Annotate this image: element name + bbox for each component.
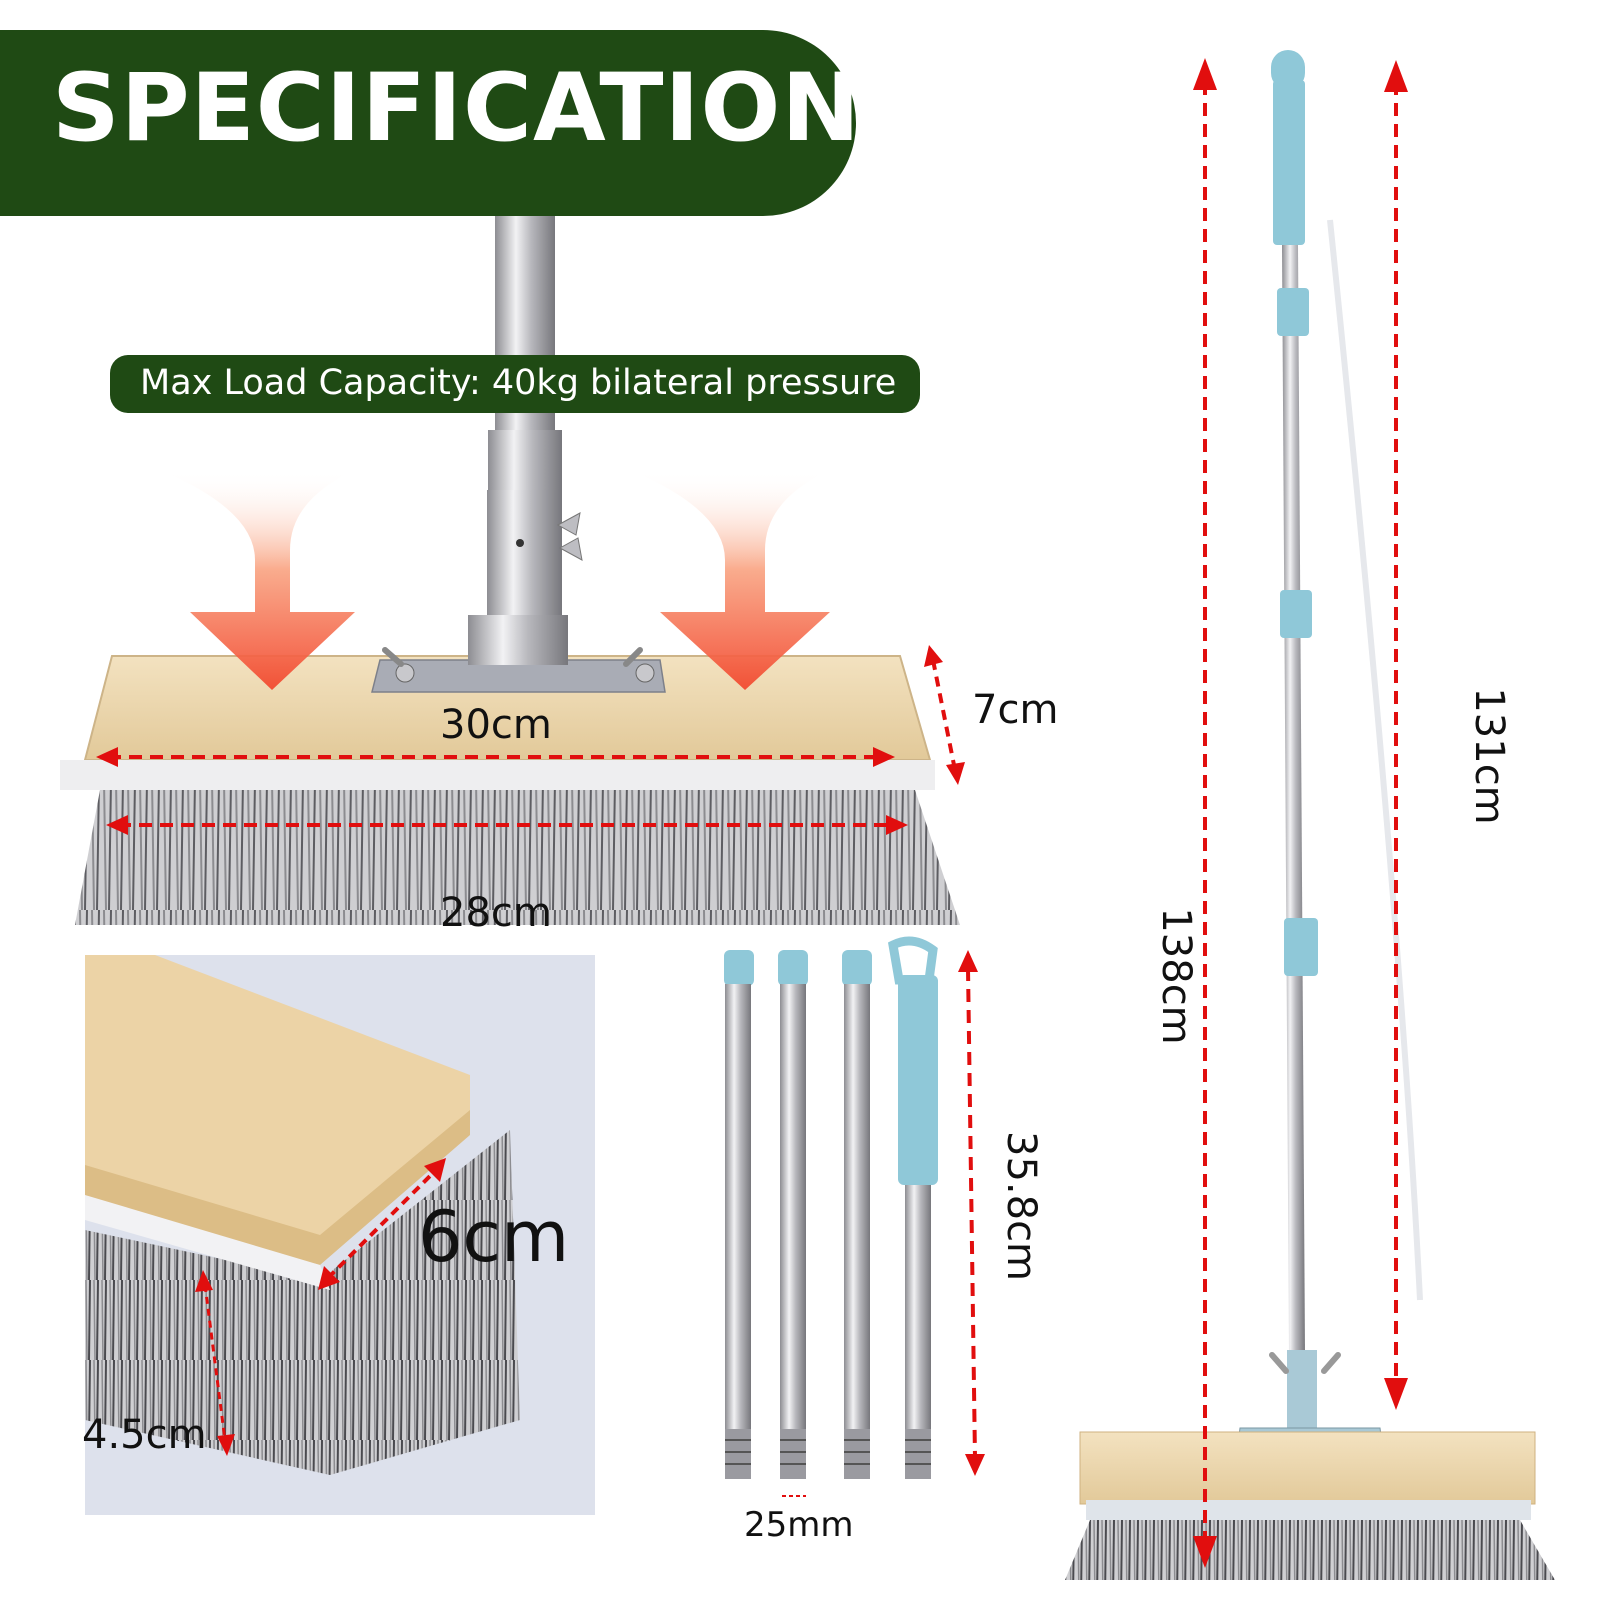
- pressure-arrow-left: [160, 470, 355, 690]
- label-head-height: 7cm: [972, 687, 1059, 733]
- pole-segment-2: [778, 950, 808, 1479]
- label-handle-length: 131cm: [1466, 687, 1512, 825]
- label-bristle-length: 28cm: [440, 890, 552, 936]
- broom-head-front: [60, 216, 960, 925]
- dimension-arrow-head-length: [96, 747, 895, 767]
- page-title: SPECIFICATION: [52, 54, 862, 163]
- header-banner: [0, 30, 856, 216]
- pole-segment-handle: [888, 936, 938, 1479]
- label-total-length: 138cm: [1153, 907, 1199, 1045]
- label-head-length: 30cm: [440, 702, 552, 748]
- bristle-closeup-inset: [85, 955, 595, 1515]
- load-capacity-badge: [110, 355, 920, 413]
- label-bristle-height: 4.5cm: [82, 1412, 207, 1458]
- label-segment-length: 35.8cm: [998, 1131, 1044, 1282]
- label-bristle-width: 6cm: [418, 1196, 570, 1278]
- dimension-arrow-head-height: [924, 645, 965, 785]
- dimension-arrow-total-length: [1193, 58, 1217, 1568]
- dimension-arrow-segment-length: [958, 950, 985, 1476]
- pressure-arrow-right: [630, 470, 830, 690]
- pole-segment-3: [842, 950, 872, 1479]
- dimension-arrow-bristle-length: [106, 815, 908, 835]
- load-capacity-text: Max Load Capacity: 40kg bilateral pressu…: [140, 363, 897, 403]
- broom-full-view: [1065, 50, 1555, 1580]
- dimension-arrow-handle-length: [1384, 60, 1408, 1410]
- pole-segment-1: [724, 950, 754, 1479]
- label-pole-diameter: 25mm: [744, 1505, 854, 1545]
